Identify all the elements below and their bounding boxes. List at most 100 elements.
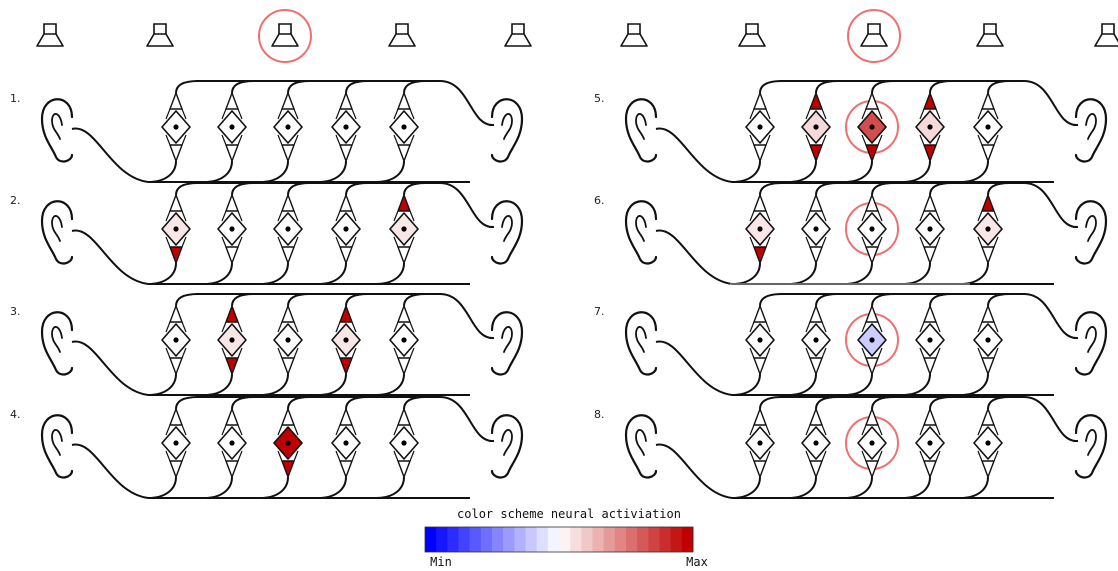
speaker-icon	[738, 23, 766, 47]
color-step	[592, 527, 605, 552]
left-ear-icon	[40, 414, 74, 479]
neuron-icon	[389, 92, 419, 162]
color-step	[425, 527, 437, 552]
row-label: 4.	[10, 408, 21, 421]
row-label: 5.	[594, 92, 605, 105]
neuron-icon	[217, 194, 247, 264]
neuron-icon	[801, 194, 831, 264]
connection-lines	[71, 293, 495, 396]
neuron-icon	[331, 194, 361, 264]
network-row: 4.	[10, 396, 524, 499]
color-step	[681, 527, 694, 552]
neuron-icon	[273, 408, 303, 478]
neuron-icon	[331, 305, 361, 375]
row-label: 1.	[10, 92, 21, 105]
neuron-icon	[389, 194, 419, 264]
color-step	[581, 527, 593, 552]
speaker-icon	[36, 23, 64, 47]
panel-2: 5. 6. 7. 8.	[594, 80, 1108, 499]
row-label: 3.	[10, 305, 21, 318]
neuron-icon	[217, 305, 247, 375]
legend: color scheme neural activiation Min Max	[424, 507, 708, 569]
neuron-icon	[217, 92, 247, 162]
network-row: 2.	[10, 182, 524, 285]
panels: 1. 2. 3. 4. 5. 6. 7. 8.	[10, 80, 1108, 499]
neuron-icon	[161, 92, 191, 162]
color-scale-bar	[424, 526, 694, 553]
color-step	[514, 527, 526, 552]
right-ear-icon	[490, 98, 524, 163]
color-step	[536, 527, 549, 552]
highlight-ring	[847, 9, 901, 63]
color-step	[559, 527, 571, 552]
speaker-icon	[847, 9, 901, 63]
color-step	[626, 527, 638, 552]
row-label: 8.	[594, 408, 605, 421]
neuron-icon	[331, 408, 361, 478]
neuron-icon	[161, 408, 191, 478]
legend-max-label: Max	[686, 555, 708, 569]
neuron-icon	[161, 194, 191, 264]
right-ear-icon	[490, 200, 524, 265]
right-ear-icon	[1074, 98, 1108, 163]
color-step	[469, 527, 482, 552]
color-step	[670, 527, 683, 552]
left-ear-icon	[624, 414, 658, 479]
neuron-icon	[857, 408, 887, 478]
highlight-ring	[258, 9, 312, 63]
panel-1: 1. 2. 3. 4.	[10, 80, 524, 499]
color-step	[436, 527, 448, 552]
neuron-icon	[973, 92, 1003, 162]
speaker-row	[36, 9, 1118, 63]
neuron-icon	[745, 92, 775, 162]
right-ear-icon	[490, 311, 524, 376]
neuron-icon	[857, 305, 887, 375]
neuron-icon	[161, 305, 191, 375]
network-row: 6.	[594, 182, 1108, 285]
right-ear-icon	[1074, 414, 1108, 479]
color-step	[447, 527, 459, 552]
neuron-icon	[273, 194, 303, 264]
neuron-icon	[745, 305, 775, 375]
connection-lines	[71, 396, 495, 499]
right-ear-icon	[1074, 311, 1108, 376]
row-label: 7.	[594, 305, 605, 318]
neuron-icon	[389, 305, 419, 375]
network-row: 3.	[10, 293, 524, 396]
color-step	[525, 527, 538, 552]
neuron-icon	[973, 408, 1003, 478]
color-step	[503, 527, 515, 552]
neuron-icon	[915, 305, 945, 375]
legend-min-label: Min	[430, 555, 452, 569]
speaker-icon	[976, 23, 1004, 47]
network-row: 1.	[10, 80, 524, 183]
neuron-icon	[801, 408, 831, 478]
network-row: 5.	[594, 80, 1108, 183]
row-label: 2.	[10, 194, 21, 207]
neuron-icon	[801, 92, 831, 162]
connection-lines	[71, 182, 495, 285]
neuron-icon	[273, 305, 303, 375]
color-step	[603, 527, 616, 552]
neuron-icon	[801, 305, 831, 375]
neuron-icon	[915, 194, 945, 264]
network-row: 7.	[594, 293, 1108, 396]
neuron-icon	[745, 194, 775, 264]
color-step	[648, 527, 660, 552]
neuron-icon	[915, 408, 945, 478]
color-step	[480, 527, 493, 552]
connection-lines	[655, 396, 1079, 499]
color-step	[637, 527, 649, 552]
color-step	[547, 527, 560, 552]
speaker-icon	[146, 23, 174, 47]
neuron-icon	[273, 92, 303, 162]
right-ear-icon	[1074, 200, 1108, 265]
left-ear-icon	[40, 200, 74, 265]
speaker-icon	[504, 23, 532, 47]
color-step	[458, 527, 471, 552]
neuron-icon	[745, 408, 775, 478]
speaker-icon	[258, 9, 312, 63]
legend-title: color scheme neural activiation	[457, 507, 681, 521]
color-step	[659, 527, 672, 552]
